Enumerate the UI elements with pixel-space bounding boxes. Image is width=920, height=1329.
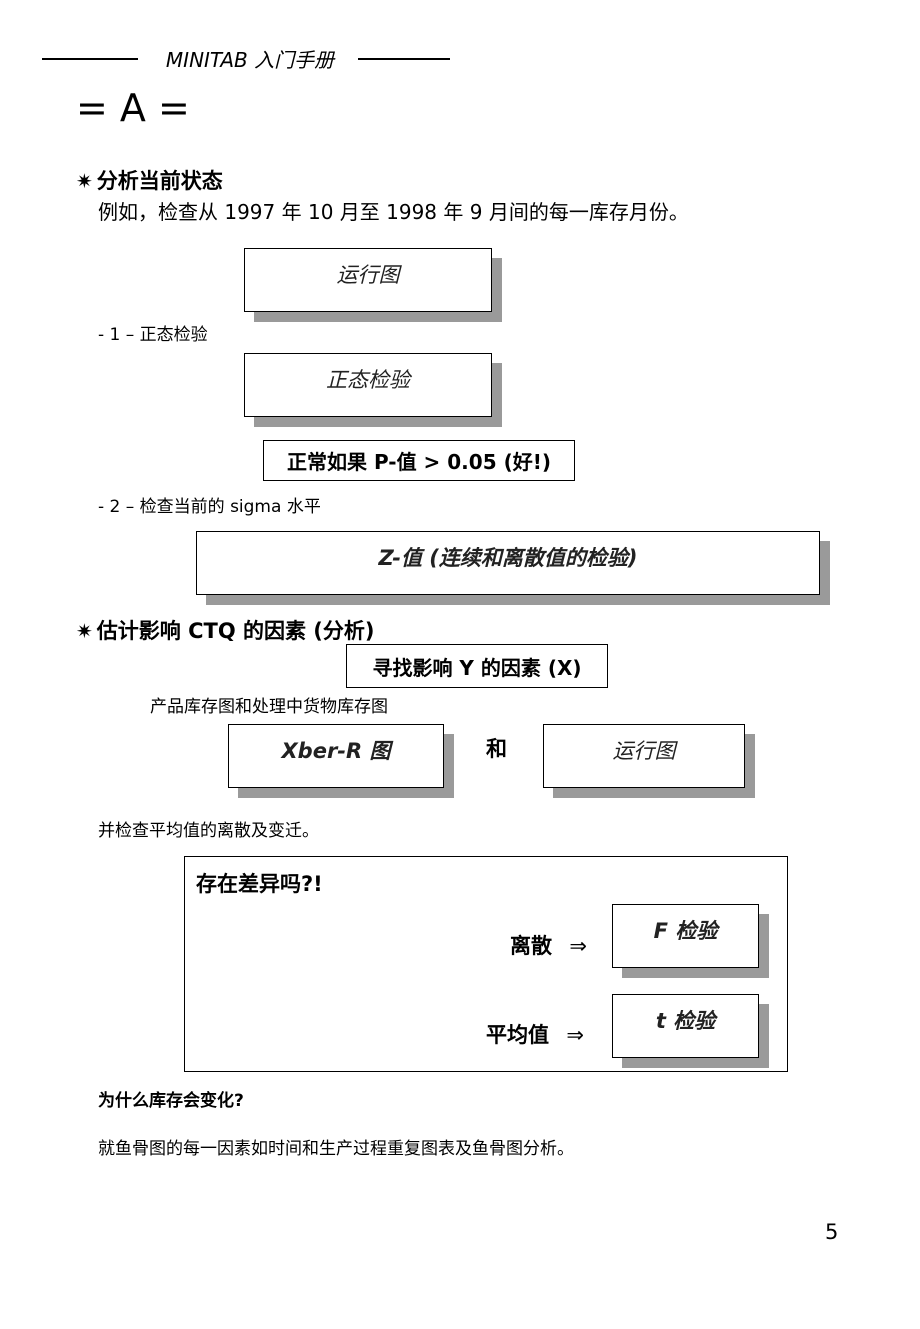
- section1-intro: 例如，检查从 1997 年 10 月至 1998 年 9 月间的每一库存月份。: [98, 200, 689, 224]
- section2-heading-row: ✷估计影响 CTQ 的因素 (分析): [76, 615, 374, 645]
- z-value-box: Z-值 (连续和离散值的检验): [196, 531, 820, 595]
- section1-heading: 分析当前状态: [96, 169, 223, 193]
- chart-desc: 产品库存图和处理中货物库存图: [150, 697, 388, 717]
- and-label: 和: [486, 737, 507, 761]
- implies-arrow-icon: ⇒: [566, 1023, 584, 1047]
- dispersion-label: 离散: [510, 934, 552, 958]
- mean-row: 平均值 ⇒: [486, 1019, 584, 1049]
- run-chart-label: 运行图: [336, 263, 400, 287]
- step2-label: - 2 – 检查当前的 sigma 水平: [98, 497, 321, 517]
- normality-test-box: 正态检验: [244, 353, 492, 417]
- header-rule-right: [358, 58, 450, 60]
- f-test-box: F 检验: [612, 904, 759, 968]
- page-number: 5: [825, 1220, 839, 1244]
- z-value-label: Z-值 (连续和离散值的检验): [378, 546, 638, 570]
- why-heading: 为什么库存会变化?: [98, 1091, 244, 1111]
- normality-test-label: 正态检验: [326, 368, 410, 392]
- xbar-r-chart-box: Xber-R 图: [228, 724, 444, 788]
- mean-label: 平均值: [486, 1023, 549, 1047]
- star-icon: ✷: [76, 169, 93, 193]
- difference-title: 存在差异吗?!: [196, 872, 323, 896]
- f-test-label: F 检验: [653, 919, 718, 943]
- t-test-label: t 检验: [655, 1009, 716, 1033]
- difference-frame: [184, 856, 788, 1072]
- section2-heading: 估计影响 CTQ 的因素 (分析): [96, 619, 375, 643]
- dispersion-row: 离散 ⇒: [510, 930, 587, 960]
- step1-label: - 1 – 正态检验: [98, 325, 208, 345]
- run-chart-box: 运行图: [244, 248, 492, 312]
- star-icon: ✷: [76, 619, 93, 643]
- find-factors-box: 寻找影响 Y 的因素 (X): [346, 644, 608, 688]
- header-rule-left: [42, 58, 138, 60]
- xbar-r-chart-label: Xber-R 图: [281, 739, 391, 763]
- check-text: 并检查平均值的离散及变迁。: [98, 821, 319, 841]
- t-test-box: t 检验: [612, 994, 759, 1058]
- run-chart-label-2: 运行图: [612, 739, 676, 763]
- run-chart-box-2: 运行图: [543, 724, 745, 788]
- normal-condition-box: 正常如果 P-值 > 0.05 (好!): [263, 440, 575, 481]
- header-title: MINITAB 入门手册: [165, 48, 335, 72]
- section1-heading-row: ✷分析当前状态: [76, 165, 223, 195]
- implies-arrow-icon: ⇒: [569, 934, 587, 958]
- fishbone-text: 就鱼骨图的每一因素如时间和生产过程重复图表及鱼骨图分析。: [98, 1139, 574, 1159]
- section-letter: = A =: [76, 86, 190, 130]
